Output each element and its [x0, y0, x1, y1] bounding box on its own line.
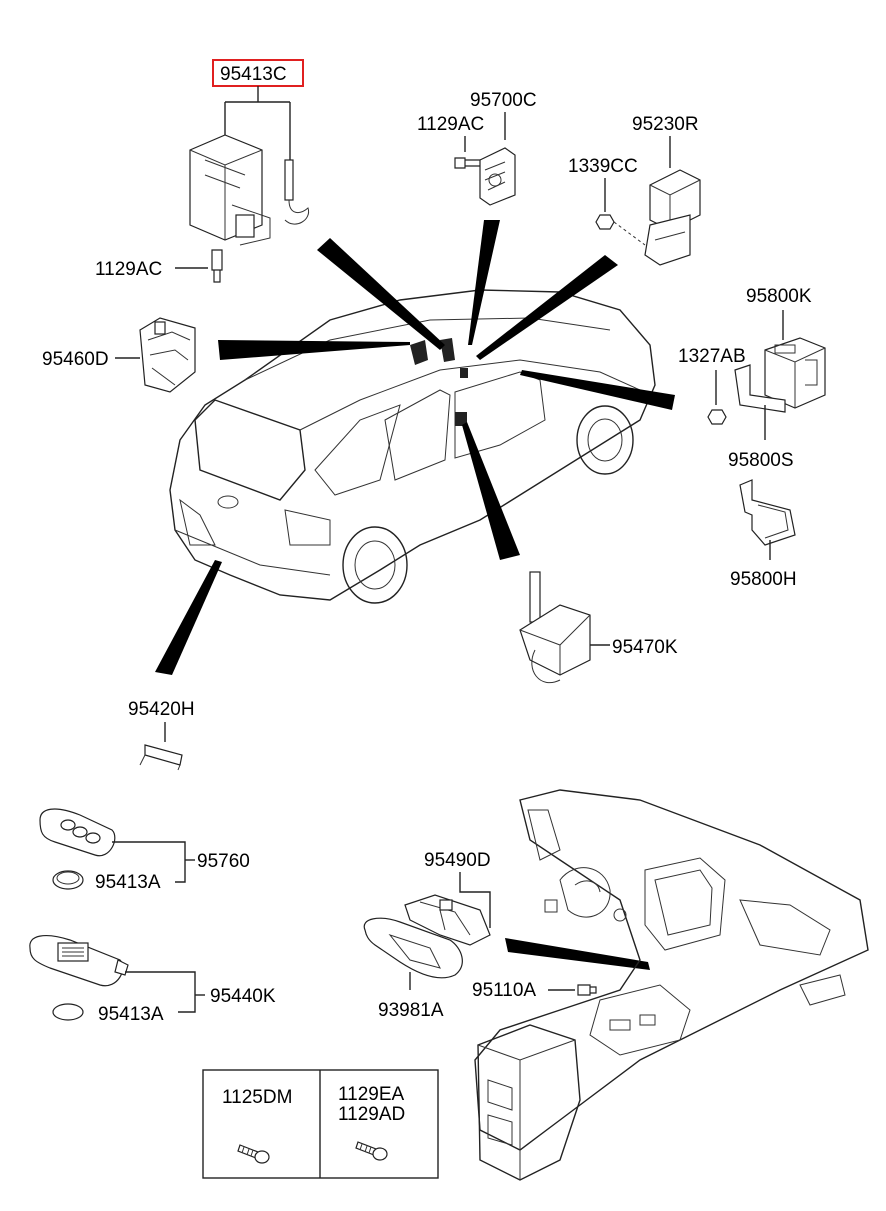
part-label-95800S[interactable]: 95800S	[728, 450, 794, 471]
part-95470K: 95470K	[519, 571, 678, 684]
part-label-95230R[interactable]: 95230R	[632, 114, 699, 135]
vehicle-interior	[474, 789, 869, 1181]
part-label-1129AC-top[interactable]: 1129AC	[417, 114, 484, 135]
part-95800S: 95800S	[728, 364, 794, 471]
part-95760-group: 95760 95413A	[39, 808, 250, 893]
part-label-95440K[interactable]: 95440K	[210, 986, 276, 1007]
part-label-95700C[interactable]: 95700C	[470, 90, 537, 111]
part-label-1125DM[interactable]: 1125DM	[222, 1087, 292, 1108]
part-95230R: 95230R	[632, 114, 701, 266]
screw-1129EA-icon	[355, 1141, 388, 1161]
part-label-95800K[interactable]: 95800K	[746, 286, 812, 307]
screw-1125DM-icon	[237, 1144, 270, 1164]
part-label-1129EA[interactable]: 1129EA	[338, 1084, 405, 1105]
fastener-table: 1125DM 1129EA 1129AD	[202, 1069, 439, 1179]
part-95110A: 95110A	[472, 980, 597, 1001]
part-95490D: 95490D	[404, 850, 491, 946]
part-label-95490D[interactable]: 95490D	[424, 850, 491, 871]
part-label-95800H[interactable]: 95800H	[730, 569, 797, 590]
part-label-1129AD[interactable]: 1129AD	[338, 1104, 405, 1125]
part-1327AB: 1327AB	[678, 346, 746, 425]
part-95700C: 95700C 1129AC	[417, 90, 537, 206]
part-label-95460D[interactable]: 95460D	[42, 349, 109, 370]
part-95420H: 95420H	[128, 699, 195, 771]
part-label-95420H[interactable]: 95420H	[128, 699, 195, 720]
part-1339CC: 1339CC	[568, 156, 646, 246]
pointer-wedges	[155, 220, 675, 970]
part-label-95110A[interactable]: 95110A	[472, 980, 536, 1001]
part-label-95413C[interactable]: 95413C	[220, 64, 287, 85]
part-95800K: 95800K	[746, 286, 826, 409]
part-label-95760[interactable]: 95760	[197, 851, 250, 872]
part-label-1327AB[interactable]: 1327AB	[678, 346, 746, 367]
part-1129AC-left: 1129AC	[95, 249, 223, 283]
part-label-93981A[interactable]: 93981A	[378, 1000, 444, 1021]
part-93981A: 93981A	[363, 917, 463, 1021]
part-95440K-group: 95440K 95413A	[29, 934, 276, 1025]
part-label-1339CC[interactable]: 1339CC	[568, 156, 638, 177]
part-label-1129AC-left[interactable]: 1129AC	[95, 259, 162, 280]
part-95460D: 95460D	[42, 317, 196, 393]
part-label-95413A-1[interactable]: 95413A	[95, 872, 161, 893]
part-label-95413A-2[interactable]: 95413A	[98, 1004, 164, 1025]
part-label-95470K[interactable]: 95470K	[612, 637, 678, 658]
part-95800H: 95800H	[730, 479, 797, 590]
vehicle-exterior	[169, 289, 656, 604]
part-95413C-group: 95413C	[189, 59, 310, 246]
